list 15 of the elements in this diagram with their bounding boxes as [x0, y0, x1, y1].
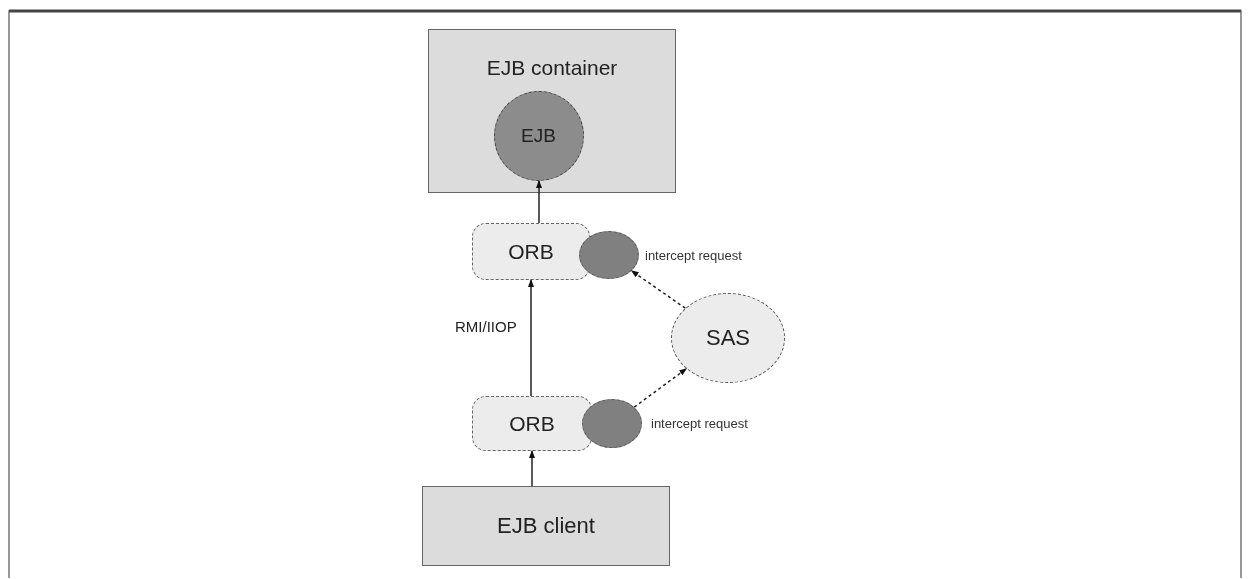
client-box: EJB client — [422, 486, 670, 566]
container-box: EJB container EJB — [428, 29, 676, 193]
interceptor-circle — [579, 231, 639, 279]
arrow — [630, 270, 687, 309]
annotation-text: intercept request — [645, 248, 742, 263]
arrow — [529, 450, 535, 487]
interceptor-circle — [582, 399, 642, 448]
annotation-text: intercept request — [651, 416, 748, 431]
service-ellipse: SAS — [671, 293, 785, 383]
orb-box: ORB — [472, 396, 592, 451]
component-circle: EJB — [493, 90, 584, 181]
orb-box: ORB — [472, 223, 590, 280]
arrow — [633, 367, 688, 408]
arrow — [528, 279, 534, 397]
arrow — [536, 180, 542, 224]
